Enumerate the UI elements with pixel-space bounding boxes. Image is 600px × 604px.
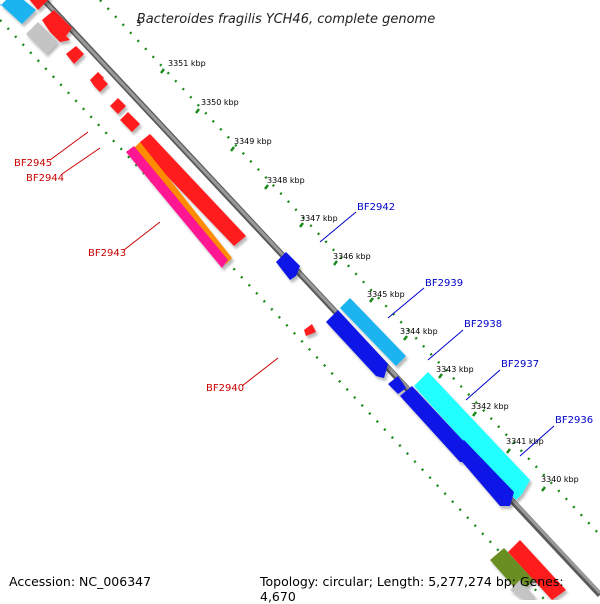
gene-label-bf2943[interactable]: BF2943 — [88, 248, 126, 259]
gene-leader-line — [123, 221, 161, 251]
gene-feature-red[interactable] — [304, 324, 316, 336]
gene-label-bf2940[interactable]: BF2940 — [206, 383, 244, 394]
gene-feature-blue[interactable] — [452, 440, 514, 506]
gene-feature-red[interactable] — [28, 0, 50, 10]
map-title: Bacteroides fragilis YCH46, complete gen… — [137, 12, 435, 27]
scale-label: 3351 kbp — [168, 59, 206, 68]
gene-leader-line — [387, 287, 425, 319]
left-gene-labels: BF2945 BF2944 BF2943 BF2940 — [14, 131, 279, 394]
scale-label: 3345 kbp — [367, 290, 405, 299]
reverse-strand-features — [0, 0, 316, 336]
scale-label: 3 — [136, 19, 141, 28]
gene-label-bf2936[interactable]: BF2936 — [555, 415, 593, 426]
scale-label: 3342 kbp — [471, 402, 509, 411]
gene-feature-sky[interactable] — [340, 298, 406, 366]
gene-feature-red[interactable] — [120, 112, 140, 132]
scale-label: 3341 kbp — [506, 437, 544, 446]
scale-tick-marks — [160, 68, 546, 492]
scale-label: 3348 kbp — [267, 176, 305, 185]
gene-leader-line — [465, 369, 501, 401]
genome-backbone — [41, 0, 600, 598]
gene-leader-line — [319, 211, 357, 243]
gene-label-bf2937[interactable]: BF2937 — [501, 359, 539, 370]
gene-feature-blue[interactable] — [276, 252, 300, 280]
accession-label: Accession: NC_006347 — [9, 574, 152, 589]
scale-label: 3344 kbp — [400, 327, 438, 336]
scale-label: 3346 kbp — [333, 252, 371, 261]
gene-label-bf2944[interactable]: BF2944 — [26, 173, 64, 184]
scale-label: 3343 kbp — [436, 365, 474, 374]
scale-label: 3349 kbp — [234, 137, 272, 146]
gene-label-bf2939[interactable]: BF2939 — [425, 278, 463, 289]
gene-feature-sky[interactable] — [0, 0, 36, 24]
scale-label: 3350 kbp — [201, 98, 239, 107]
gene-feature-blue[interactable] — [388, 376, 406, 394]
gene-leader-line — [241, 357, 279, 387]
gene-feature-red[interactable] — [66, 46, 84, 64]
gene-feature-red[interactable] — [90, 72, 104, 86]
gene-feature-red[interactable] — [508, 540, 566, 600]
gene-feature-olive[interactable] — [490, 548, 534, 594]
gene-feature-red[interactable] — [110, 98, 126, 114]
gene-feature-red[interactable] — [140, 134, 246, 246]
gene-feature-blue[interactable] — [400, 386, 470, 462]
gene-leader-line — [61, 147, 101, 175]
forward-strand-features — [276, 252, 566, 600]
gene-feature-grey[interactable] — [26, 22, 58, 54]
gene-feature-cyan[interactable] — [414, 372, 530, 500]
scale-label: 3340 kbp — [541, 475, 579, 484]
gene-leader-line — [49, 131, 89, 161]
gene-feature-orange[interactable] — [134, 142, 232, 264]
scale-labels: 3 3351 kbp 3350 kbp 3349 kbp 3348 kbp 33… — [136, 19, 579, 484]
gene-leader-line — [427, 329, 464, 361]
gene-leader-line — [519, 425, 555, 457]
gene-feature-grey[interactable] — [510, 580, 536, 600]
gene-label-bf2945[interactable]: BF2945 — [14, 158, 52, 169]
gene-label-bf2938[interactable]: BF2938 — [464, 319, 502, 330]
tick-track-outer — [99, 0, 600, 536]
gene-label-bf2942[interactable]: BF2942 — [357, 202, 395, 213]
gene-feature-pink[interactable] — [126, 146, 228, 268]
scale-label: 3347 kbp — [300, 214, 338, 223]
right-gene-labels: BF2942 BF2939 BF2938 BF2937 BF2936 — [319, 202, 593, 457]
gene-feature-blue[interactable] — [326, 310, 388, 378]
gene-feature-red[interactable] — [94, 78, 108, 92]
gene-feature-red[interactable] — [42, 10, 72, 42]
tick-track-inner — [0, 19, 546, 600]
